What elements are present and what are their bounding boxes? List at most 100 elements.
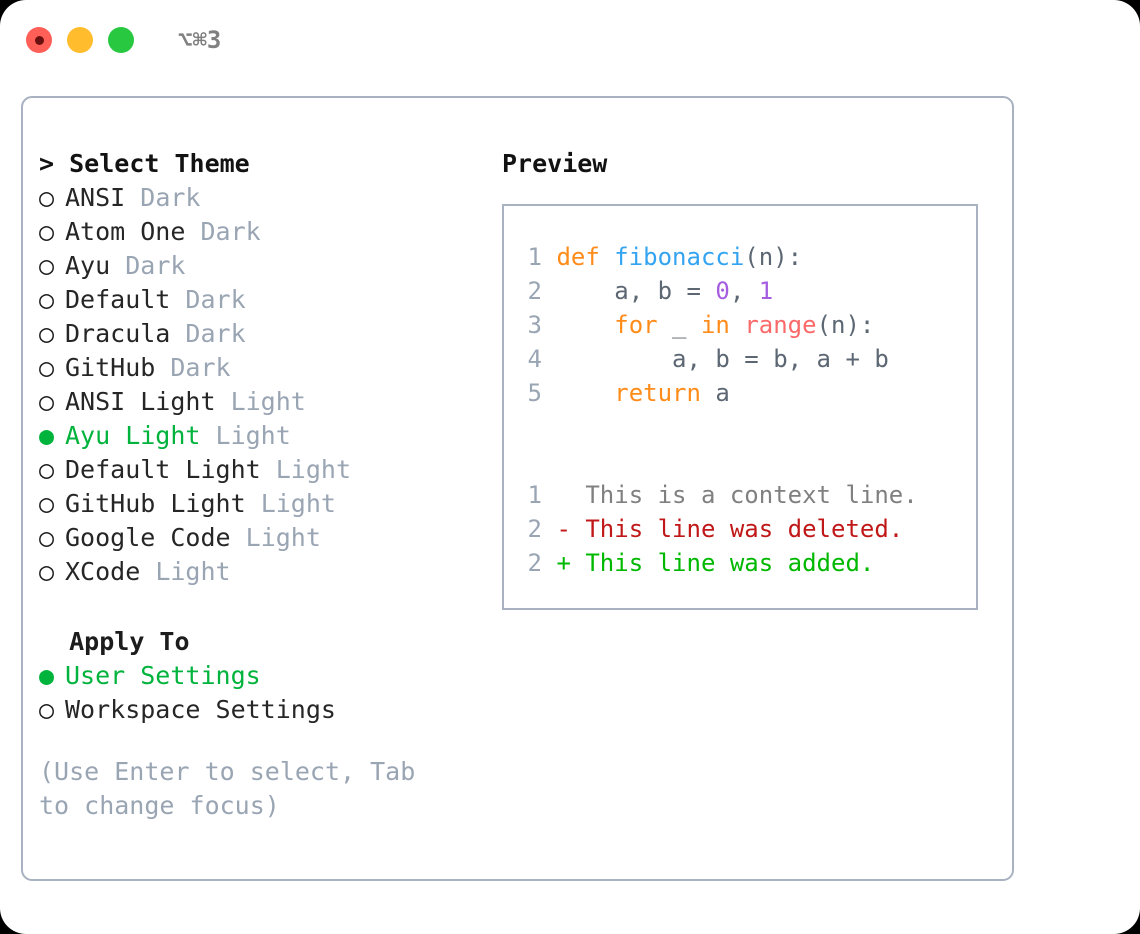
radio-icon: ○ (39, 353, 55, 382)
theme-option-label: GitHub (65, 353, 156, 382)
close-window-button[interactable] (26, 27, 52, 53)
code-token-plain: _ (672, 311, 701, 339)
minimize-window-button[interactable] (67, 27, 93, 53)
code-token-function: fibonacci (614, 243, 745, 271)
code-token-plain (556, 379, 614, 407)
hint-gap (39, 727, 493, 755)
theme-option-label: Default (65, 285, 171, 314)
traffic-light-buttons (26, 27, 134, 53)
code-token-punctuation: = (686, 277, 716, 305)
theme-option-ayu-light[interactable]: ●Ayu Light Light (39, 419, 493, 453)
options-pane: > Select Theme ○ANSI Dark ○Atom One Dark… (23, 98, 493, 879)
apply-option-label: Workspace Settings (65, 695, 336, 724)
code-blank-line (504, 444, 976, 478)
theme-option-label: ANSI Light (65, 387, 216, 416)
line-number: 3 (527, 311, 542, 339)
code-token-plain (556, 311, 614, 339)
theme-option-label: ANSI (65, 183, 126, 212)
line-number: 2 (527, 515, 542, 543)
code-line: 2 a, b = 0, 1 (504, 274, 976, 308)
theme-option-label: Ayu (65, 251, 111, 280)
preview-pane: Preview 1 def fibonacci(n): 2 a, b = 0, … (493, 98, 1012, 879)
code-line: 3 for _ in range(n): (504, 308, 976, 342)
radio-icon: ○ (39, 695, 55, 724)
diff-text: This line was added. (585, 549, 875, 577)
theme-option-variant: Dark (125, 251, 186, 280)
diff-marker: + (556, 549, 586, 577)
theme-option-label: GitHub Light (65, 489, 246, 518)
code-line: 5 return a (504, 376, 976, 410)
diff-line-deleted: 2 - This line was deleted. (504, 512, 976, 546)
theme-option-label: Ayu Light (65, 421, 201, 450)
diff-text: This line was deleted. (585, 515, 904, 543)
theme-option-github-light[interactable]: ○ GitHub Light Light (39, 487, 493, 521)
theme-option-label: Default Light (65, 455, 261, 484)
code-token-punctuation: (n): (816, 311, 875, 339)
code-token-punctuation: (n): (744, 243, 803, 271)
code-token-plain: b (874, 345, 889, 373)
keyboard-hint-text: (Use Enter to select, Tab to change focu… (39, 757, 416, 820)
select-theme-heading: > Select Theme (39, 147, 493, 181)
theme-option-default[interactable]: ○Default Dark (39, 283, 493, 317)
theme-option-label: Atom One (65, 217, 186, 246)
line-number: 1 (527, 481, 542, 509)
theme-option-ayu[interactable]: ○Ayu Dark (39, 249, 493, 283)
radio-icon: ○ (39, 489, 55, 518)
theme-option-github[interactable]: ○GitHub Dark (39, 351, 493, 385)
code-token-plain: a, b (556, 345, 745, 373)
apply-option-user-settings[interactable]: ●User Settings (39, 659, 493, 693)
keyboard-shortcut-label: ⌥⌘3 (178, 26, 222, 54)
theme-option-xcode[interactable]: ○XCode Light (39, 555, 493, 589)
line-number: 5 (527, 379, 542, 407)
code-token-keyword: in (700, 311, 745, 339)
code-token-punctuation: , (729, 277, 759, 305)
preview-heading: Preview (502, 149, 608, 178)
radio-selected-icon: ● (39, 661, 55, 690)
diff-text: This is a context line. (585, 481, 918, 509)
diff-line-context: 1 This is a context line. (504, 478, 976, 512)
theme-option-ansi[interactable]: ○ANSI Dark (39, 181, 493, 215)
code-token-punctuation: = (744, 345, 774, 373)
code-token-punctuation: + (845, 345, 875, 373)
code-token-builtin: range (744, 311, 817, 339)
theme-option-google-code[interactable]: ○Google Code Light (39, 521, 493, 555)
theme-option-dracula[interactable]: ○Dracula Dark (39, 317, 493, 351)
theme-option-atom-one[interactable]: ○ Atom One Dark (39, 215, 493, 249)
window-titlebar: ⌥⌘3 (0, 0, 1140, 80)
theme-option-label: XCode (65, 557, 141, 586)
code-token-number: 1 (758, 277, 774, 305)
code-token-keyword: def (556, 243, 615, 271)
theme-option-label: Dracula (65, 319, 171, 348)
theme-option-variant: Dark (185, 285, 246, 314)
diff-line-added: 2 + This line was added. (504, 546, 976, 580)
apply-option-workspace-settings[interactable]: ○ Workspace Settings (39, 693, 493, 727)
theme-option-variant: Light (260, 489, 336, 518)
theme-option-variant: Dark (200, 217, 261, 246)
line-number: 2 (527, 277, 542, 305)
theme-option-list: ○ANSI Dark ○Atom One Dark ○Ayu Dark ○Def… (39, 181, 493, 589)
code-line: 4 a, b = b, a + b (504, 342, 976, 376)
select-theme-heading-label: Select Theme (69, 149, 250, 178)
diff-marker: - (556, 515, 586, 543)
theme-option-default-light[interactable]: ○Default Light Light (39, 453, 493, 487)
apply-to-heading: Apply To (39, 625, 493, 659)
code-token-plain: b, a (773, 345, 846, 373)
code-blank-line (504, 410, 976, 444)
radio-icon: ○ (39, 319, 55, 348)
section-gap (39, 589, 493, 625)
radio-icon: ○ (39, 217, 55, 246)
maximize-window-button[interactable] (108, 27, 134, 53)
radio-icon: ○ (39, 523, 55, 552)
radio-icon: ○ (39, 557, 55, 586)
code-token-keyword: for (614, 311, 673, 339)
theme-option-ansi-light[interactable]: ○ANSI Light Light (39, 385, 493, 419)
theme-option-variant: Light (245, 523, 321, 552)
line-number: 2 (527, 549, 542, 577)
line-number: 4 (527, 345, 542, 373)
radio-selected-icon: ● (39, 421, 55, 450)
apply-to-heading-label: Apply To (69, 627, 190, 656)
theme-option-variant: Dark (140, 183, 201, 212)
apply-to-option-list: ●User Settings ○ Workspace Settings (39, 659, 493, 727)
radio-icon: ○ (39, 387, 55, 416)
